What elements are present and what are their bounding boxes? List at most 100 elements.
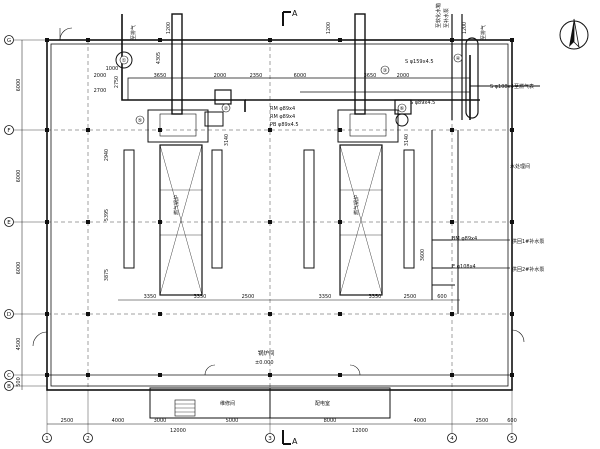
axis-bubble — [4, 217, 14, 227]
axis-bubble — [83, 433, 93, 443]
label-level: ±0.000 — [255, 360, 274, 366]
dim-mid: 3350 — [194, 294, 207, 300]
boiler-left-tag: 燃气锅炉 — [173, 195, 180, 215]
label-boiler-room: 锅炉间 — [258, 349, 275, 357]
dim-bottom: 4000 — [112, 418, 125, 424]
dim-left: 4500 — [16, 338, 22, 351]
equipment-tag-bubble — [397, 103, 407, 113]
boiler-right — [303, 13, 415, 296]
pipe-label-pb: PB φ89x4.5 — [270, 122, 299, 128]
boiler-right-tag: 燃气锅炉 — [353, 195, 360, 215]
label-pipe-top-1: 至软化水箱 — [435, 3, 442, 28]
axis-bubble — [4, 381, 14, 391]
axis-bubble — [265, 433, 275, 443]
label-water-treatment: 水处理间 — [510, 163, 530, 170]
column-marker — [510, 128, 514, 132]
dim-mid: 3350 — [144, 294, 157, 300]
dim-side: 3140 — [224, 134, 230, 146]
column-marker — [86, 312, 90, 316]
dim-side: 2940 — [104, 149, 110, 161]
dim-mid: 600 — [437, 294, 447, 300]
section-label-top: A — [292, 9, 298, 18]
equipment-tag-bubble — [453, 53, 463, 63]
pipe-label-s2: S φ159x4.5 — [405, 59, 434, 65]
column-marker — [268, 128, 272, 132]
dim-bottom-total: 12000 — [170, 428, 186, 434]
column-marker — [158, 38, 162, 42]
dim-side: 4305 — [156, 52, 162, 64]
axis-label-left: C — [7, 373, 11, 379]
label-maintenance: 维修间 — [220, 400, 235, 407]
column-marker — [450, 220, 454, 224]
boiler-left — [123, 13, 232, 296]
label-gas-main: 至燃气表 — [514, 83, 534, 90]
equipment-tag-label: ② — [224, 106, 229, 112]
north-arrow-icon — [559, 18, 589, 50]
label-power: 配电室 — [315, 400, 330, 407]
axis-label-left: F — [7, 128, 10, 134]
dim-top: 3650 — [154, 73, 167, 79]
equipment-tag-label: ③ — [383, 68, 387, 74]
dim-bottom: 2500 — [61, 418, 74, 424]
equipment-tag-bubble — [135, 115, 145, 125]
dimensions-bottom-row2: 12000 12000 — [170, 428, 368, 434]
vertical-labels: 至排气 至排气 至软化水箱 至补水泵 — [130, 3, 487, 40]
equipment-tag-label: ⑤ — [138, 118, 142, 124]
dim-left: 6000 — [16, 262, 22, 275]
axis-label-bottom: 4 — [450, 436, 454, 442]
axis-bubble — [4, 125, 14, 135]
label-exhaust-right: 至排气 — [480, 25, 487, 40]
axis-bubble — [447, 433, 457, 443]
column-marker — [86, 38, 90, 42]
dim-mid: 2500 — [404, 294, 417, 300]
dim-side: 3875 — [104, 269, 110, 281]
dim-side: 1200 — [462, 22, 468, 34]
pipe-label-bm: BM φ89x4 — [452, 236, 477, 242]
dim-top: 1000 — [106, 66, 119, 72]
dim-top: 2000 — [94, 73, 107, 79]
axis-bubble — [507, 433, 517, 443]
column-marker — [338, 373, 342, 377]
axis-bubble — [4, 35, 14, 45]
dim-mid: 3350 — [319, 294, 332, 300]
dim-bottom-total: 12000 — [352, 428, 368, 434]
column-marker — [510, 373, 514, 377]
axis-label-left: D — [7, 312, 11, 318]
dim-side: 1200 — [326, 22, 332, 34]
dim-bottom: 5000 — [226, 418, 239, 424]
column-marker — [86, 373, 90, 377]
axis-bubble — [4, 309, 14, 319]
equipment-tag-label: ④ — [456, 56, 461, 62]
column-marker — [450, 128, 454, 132]
room-labels: 锅炉间 ±0.000 维修间 配电室 水处理间 至燃气表 供回1#补水泵 供回2… — [220, 83, 544, 407]
axis-label-bottom: 2 — [86, 436, 90, 442]
pipe-label-rm2: RM φ89x4 — [270, 114, 295, 120]
dim-top: 2700 — [94, 88, 107, 94]
pipe-label-s3: S φ89x4.5 — [410, 100, 435, 106]
section-mark-top: A — [282, 9, 298, 26]
axis-label-bottom: 3 — [268, 436, 272, 442]
dim-top: 2000 — [214, 73, 227, 79]
dim-left: 500 — [16, 377, 22, 387]
column-marker — [86, 220, 90, 224]
axis-label-left: E — [7, 220, 11, 226]
dim-bottom: 2500 — [476, 418, 489, 424]
pipe-label-rm1: RM φ89x4 — [270, 106, 295, 112]
dim-left: 6000 — [16, 170, 22, 183]
label-pipe-top-2: 至补水泵 — [443, 8, 450, 28]
column-marker — [86, 128, 90, 132]
equipment-tag-label: ① — [122, 58, 127, 64]
axis-label-left: G — [7, 38, 11, 44]
column-marker — [268, 220, 272, 224]
section-mark-bottom: A — [282, 430, 298, 446]
column-marker — [510, 312, 514, 316]
dim-left: 6000 — [16, 79, 22, 92]
equipment-tag-bubble — [221, 103, 231, 113]
dim-mid: 3350 — [369, 294, 382, 300]
column-marker — [268, 38, 272, 42]
dim-top: 2000 — [397, 73, 410, 79]
dim-top: 6000 — [294, 73, 307, 79]
